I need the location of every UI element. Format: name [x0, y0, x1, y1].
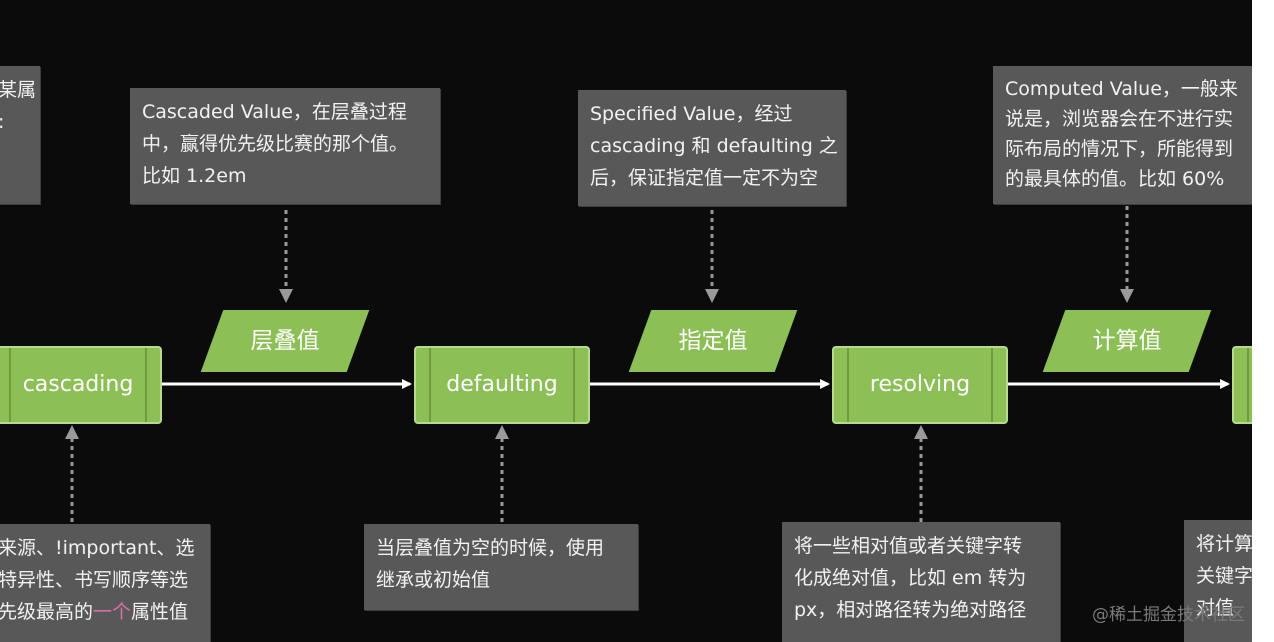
note-line: Computed Value，一般来: [1005, 78, 1238, 100]
note-line: 比如 1.2em: [142, 165, 247, 187]
note-line: 将计算: [1196, 533, 1254, 555]
note-specified-value: Specified Value，经过 cascading 和 defaultin…: [578, 90, 846, 206]
right-edge-strip: [1252, 0, 1274, 642]
note-highlight-text: 一个: [93, 601, 132, 623]
process-label: resolving: [869, 372, 971, 397]
note-cascading-description: 来源、!important、选 特异性、书写顺序等选 先级最高的一个属性值: [0, 524, 210, 642]
note-cascaded-value: Cascaded Value，在层叠过程 中，赢得优先级比赛的那个值。 比如 1…: [130, 88, 440, 204]
note-line: px，相对路径转为绝对路径: [794, 599, 1027, 621]
note-line: 当层叠值为空的时候，使用: [376, 537, 605, 559]
process-cascading: cascading: [0, 346, 162, 424]
note-line: 的最具体的值。比如 60%: [1005, 168, 1225, 190]
note-line: 先级最高的一个属性值: [0, 596, 198, 628]
note-line: Specified Value，经过: [590, 103, 793, 125]
note-partial-left: 某属 :: [0, 66, 40, 204]
note-partial-right: 将计算 关键字 对值: [1184, 520, 1254, 642]
note-line: 中，赢得优先级比赛的那个值。: [142, 133, 409, 155]
note-defaulting-description: 当层叠值为空的时候，使用 继承或初始值: [364, 524, 638, 610]
note-line: 来源、!important、选: [0, 537, 195, 559]
cascaded-value-shape: 层叠值: [200, 310, 370, 372]
process-label: defaulting: [446, 372, 558, 397]
cascaded-value-label: 层叠值: [250, 328, 320, 354]
note-line: 将一些相对值或者关键字转: [794, 535, 1023, 557]
note-line: 对值: [1196, 597, 1235, 619]
note-line: 化成绝对值，比如 em 转为: [794, 567, 1027, 589]
note-line: :: [0, 106, 28, 138]
computed-value-label: 计算值: [1092, 328, 1162, 354]
note-line: 继承或初始值: [376, 569, 491, 591]
note-line: 际布局的情况下，所能得到: [1005, 138, 1234, 160]
note-line: 特异性、书写顺序等选: [0, 569, 189, 591]
note-text: 属性值: [131, 601, 189, 623]
note-computed-value: Computed Value，一般来 说是，浏览器会在不进行实 际布局的情况下，…: [993, 66, 1253, 204]
watermark: @稀土掘金技术社区: [1092, 605, 1245, 625]
process-resolving: resolving: [832, 346, 1008, 424]
note-resolving-description: 将一些相对值或者关键字转 化成绝对值，比如 em 转为 px，相对路径转为绝对路…: [782, 522, 1060, 642]
specified-value-shape: 指定值: [628, 310, 798, 372]
note-text: 先级最高的: [0, 601, 94, 623]
computed-value-shape: 计算值: [1042, 310, 1212, 372]
process-defaulting: defaulting: [414, 346, 590, 424]
note-line: 某属: [0, 79, 37, 101]
specified-value-label: 指定值: [678, 328, 748, 354]
note-line: 说是，浏览器会在不进行实: [1005, 108, 1234, 130]
note-line: 后，保证指定值一定不为空: [590, 167, 819, 189]
note-line: cascading 和 defaulting 之: [590, 135, 838, 157]
note-line: 关键字: [1196, 565, 1254, 587]
process-label: cascading: [22, 372, 134, 397]
note-line: Cascaded Value，在层叠过程: [142, 101, 407, 123]
